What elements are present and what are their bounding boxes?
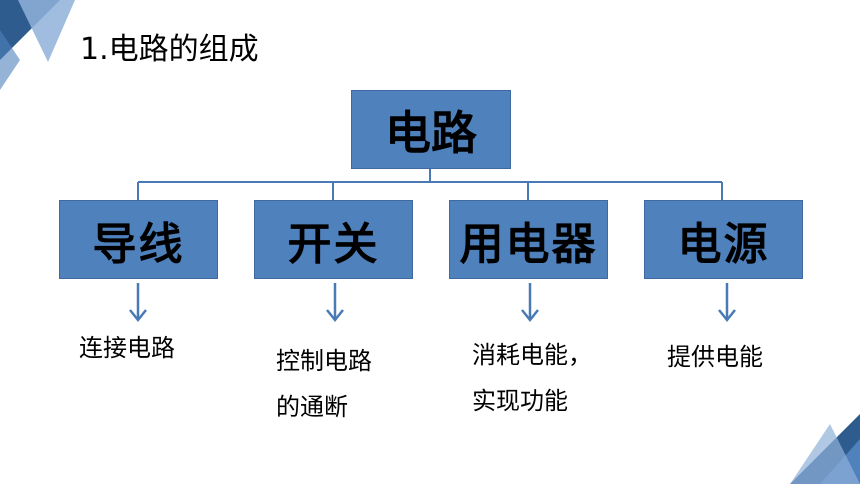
bottom-right-decoration xyxy=(790,414,860,484)
arrow-3 xyxy=(521,283,539,323)
arrow-1 xyxy=(129,283,147,323)
page-title: 1.电路的组成 xyxy=(80,32,259,67)
desc-line: 实现功能 xyxy=(472,387,568,415)
desc-power-source: 提供电能 xyxy=(667,334,763,380)
desc-line: 的通断 xyxy=(276,393,348,421)
desc-wire: 连接电路 xyxy=(79,325,175,371)
component-box-wire: 导线 xyxy=(59,200,218,279)
arrow-4 xyxy=(718,283,736,323)
component-box-switch: 开关 xyxy=(254,200,413,279)
desc-line: 控制电路 xyxy=(276,347,372,375)
component-box-appliance: 用电器 xyxy=(449,200,608,279)
desc-switch: 控制电路 的通断 xyxy=(276,338,372,430)
desc-line: 连接电路 xyxy=(79,334,175,362)
desc-appliance: 消耗电能， 实现功能 xyxy=(472,332,592,424)
top-left-decoration xyxy=(0,0,75,90)
desc-line: 提供电能 xyxy=(667,343,763,371)
root-node-box: 电路 xyxy=(351,90,511,169)
desc-line: 消耗电能， xyxy=(472,341,592,369)
component-box-power-source: 电源 xyxy=(644,200,803,279)
arrow-2 xyxy=(326,283,344,323)
